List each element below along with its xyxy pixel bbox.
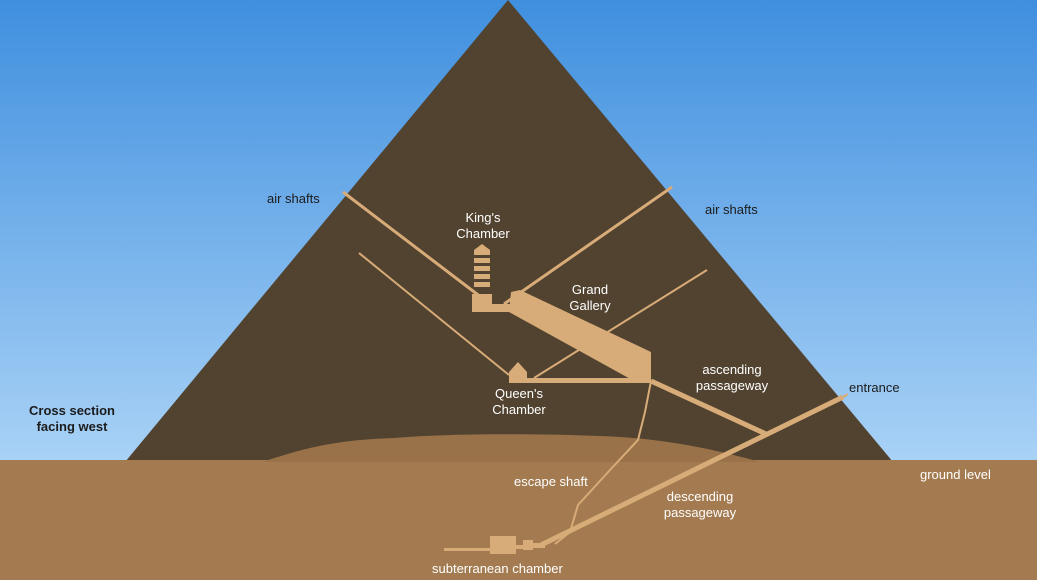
air-shaft-kings-north <box>342 190 491 306</box>
escape-shaft-label: escape shaft <box>514 474 588 489</box>
descending-passageway-label: descending passageway <box>663 489 737 520</box>
air-shaft-kings-south <box>503 185 673 306</box>
ground-level-label: ground level <box>920 467 991 482</box>
subterranean-chamber-label: subterranean chamber <box>432 561 563 576</box>
ascending-passageway-label: ascending passageway <box>695 362 769 393</box>
ground <box>0 460 1037 580</box>
ascending-passageway <box>649 378 768 437</box>
descending-passageway <box>539 394 845 548</box>
grand-gallery-label: Grand Gallery <box>569 282 611 313</box>
cross-section-label: Cross section facing west <box>29 403 115 434</box>
kings-chamber-structure <box>472 244 512 312</box>
air-shaft-queens-north <box>358 252 510 376</box>
pyramid-body <box>125 0 893 462</box>
grand-gallery <box>509 290 651 381</box>
air-shafts-left-label: air shafts <box>267 191 320 206</box>
entrance-pointer <box>842 393 849 398</box>
queens-chamber-label: Queen's Chamber <box>492 386 546 417</box>
bedrock-mound <box>262 434 760 462</box>
air-shaft-queens-south <box>533 269 708 379</box>
subterranean-chamber-structure <box>444 536 545 554</box>
entrance-label: entrance <box>849 380 900 395</box>
kings-chamber-label: King's Chamber <box>456 210 510 241</box>
queens-chamber-structure <box>509 362 651 383</box>
air-shafts-right-label: air shafts <box>705 202 758 217</box>
escape-shaft <box>554 380 652 545</box>
